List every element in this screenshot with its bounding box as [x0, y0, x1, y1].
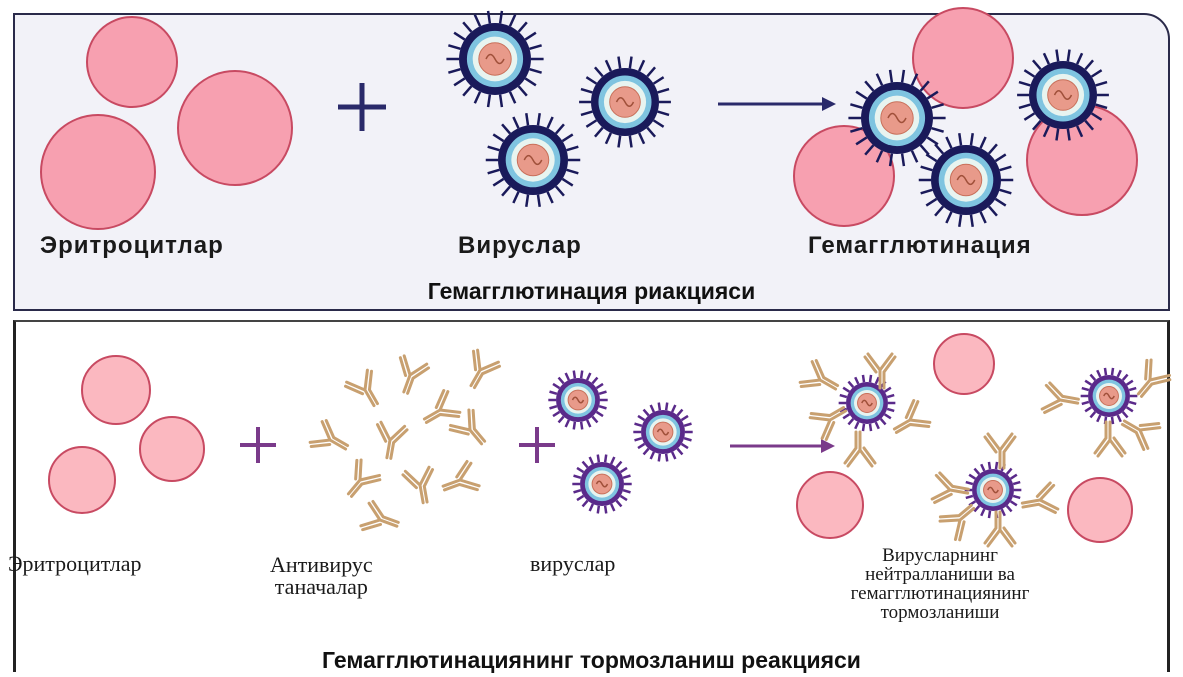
- label-erythrocytes-top: Эритроцитлар: [40, 232, 224, 260]
- antibody-icon: [799, 359, 843, 402]
- label-erythrocytes-bottom: Эритроцитлар: [8, 554, 142, 574]
- antibody-icon: [458, 349, 501, 393]
- plus-icon: [338, 83, 386, 131]
- antibody-icon: [1020, 482, 1059, 517]
- antibody-icon: [1095, 422, 1125, 456]
- erythrocyte-icon: [82, 356, 150, 424]
- erythrocyte-icon: [1068, 478, 1132, 542]
- arrow-right-icon: [730, 439, 835, 453]
- plus-icon: [240, 427, 276, 463]
- label-antibodies: Антивирус таначалар: [270, 554, 373, 598]
- erythrocyte-icon: [41, 115, 155, 229]
- virus-icon: [446, 11, 543, 107]
- antibody-icon: [337, 458, 382, 503]
- arrow-right-icon: [718, 97, 836, 111]
- plus-icon: [519, 427, 555, 463]
- erythrocyte-icon: [49, 447, 115, 513]
- caption-bottom: Гемагглютинациянинг тормозланиш реакцияс…: [0, 647, 1183, 674]
- antibody-icon: [344, 369, 387, 413]
- erythrocyte-icon: [797, 472, 863, 538]
- virus-icon: [919, 133, 1014, 227]
- antibody-icon: [845, 432, 875, 466]
- antibody-icon: [390, 355, 430, 397]
- virus-icon: [548, 371, 607, 430]
- erythrocyte-icon: [913, 8, 1013, 108]
- label-neutralization: Вирусларнинг нейтралланиши ва гемагглюти…: [815, 546, 1065, 622]
- antibody-icon: [1042, 382, 1081, 417]
- virus-icon: [839, 375, 896, 431]
- label-hemagglutination: Гемагглютинация: [808, 232, 1032, 260]
- erythrocyte-icon: [178, 71, 292, 185]
- antibody-icon: [360, 500, 402, 540]
- virus-icon: [633, 403, 692, 462]
- antibody-icon: [932, 472, 971, 507]
- antibody-icon: [887, 399, 931, 442]
- caption-top: Гемагглютинация риакцияси: [0, 278, 1183, 305]
- label-viruses-top: Вируслар: [458, 232, 582, 260]
- erythrocyte-icon: [87, 17, 177, 107]
- virus-icon: [572, 455, 631, 514]
- antibody-icon: [438, 460, 480, 500]
- label-viruses-bottom: вируслар: [530, 554, 615, 574]
- antibody-icon: [372, 422, 407, 461]
- antibody-icon: [402, 467, 437, 506]
- erythrocyte-icon: [934, 334, 994, 394]
- antibody-icon: [938, 497, 983, 542]
- virus-icon: [486, 113, 581, 207]
- virus-icon: [579, 57, 671, 148]
- antibody-icon: [309, 419, 353, 462]
- erythrocyte-icon: [140, 417, 204, 481]
- virus-icon: [1081, 368, 1138, 424]
